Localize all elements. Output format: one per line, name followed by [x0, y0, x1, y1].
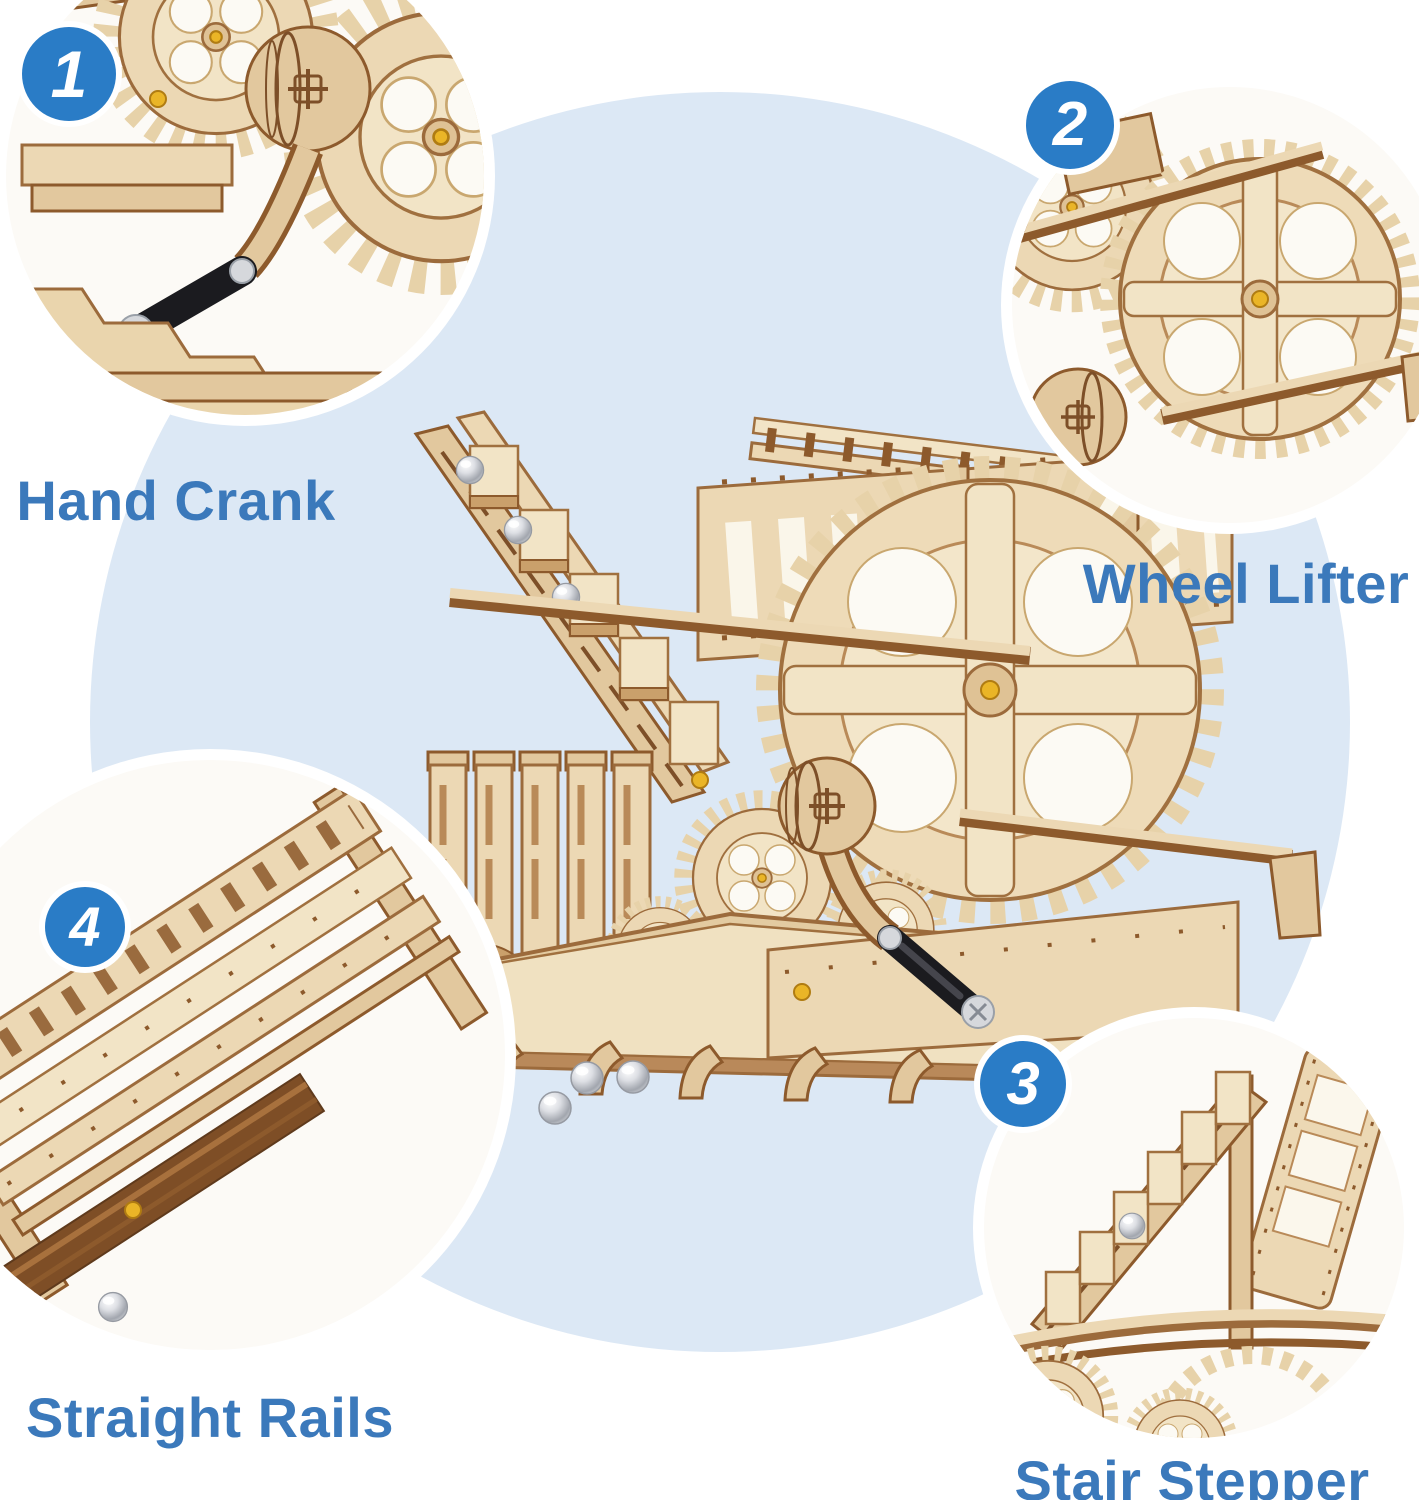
marble	[455, 455, 485, 485]
hand-crank-module	[777, 756, 995, 1029]
lifter-gear	[1100, 139, 1419, 459]
badge-1: 1	[22, 27, 116, 121]
loose-marbles	[538, 1060, 650, 1125]
badge-4: 4	[45, 887, 125, 967]
badge-3-number: 3	[1006, 1050, 1040, 1117]
crank-pulley	[244, 25, 372, 153]
straight-rails-photo	[0, 760, 505, 1350]
hand-crank-label: Hand Crank	[16, 469, 336, 532]
badge-2-number: 2	[1052, 90, 1088, 159]
axle-pin	[691, 771, 709, 789]
marble	[1118, 1212, 1146, 1240]
stair-stepper-label: Stair Stepper	[1014, 1449, 1370, 1500]
axle-pin	[149, 90, 167, 108]
gear-axle-pin	[980, 680, 1000, 700]
crank-handle	[127, 256, 257, 344]
badge-4-number: 4	[69, 895, 101, 958]
stair-stepper-photo	[984, 1018, 1404, 1438]
marble	[503, 515, 533, 545]
badge-2: 2	[1026, 81, 1114, 169]
rail-set	[0, 784, 489, 1309]
wheel-lifter-gear	[756, 456, 1224, 924]
ladder-frame	[1240, 1046, 1396, 1310]
axle-pin	[124, 1201, 142, 1219]
wheel-lifter-label: Wheel Lifter	[1082, 552, 1410, 615]
marble-run-model-photo	[342, 410, 1322, 1125]
badge-1-number: 1	[50, 37, 88, 111]
straight-rails-label: Straight Rails	[26, 1386, 394, 1449]
marble-rails	[449, 588, 1322, 940]
front-board-pin	[793, 983, 811, 1001]
gear-axle-pin	[1251, 290, 1269, 308]
marble	[97, 1291, 129, 1323]
badge-3: 3	[980, 1041, 1066, 1127]
